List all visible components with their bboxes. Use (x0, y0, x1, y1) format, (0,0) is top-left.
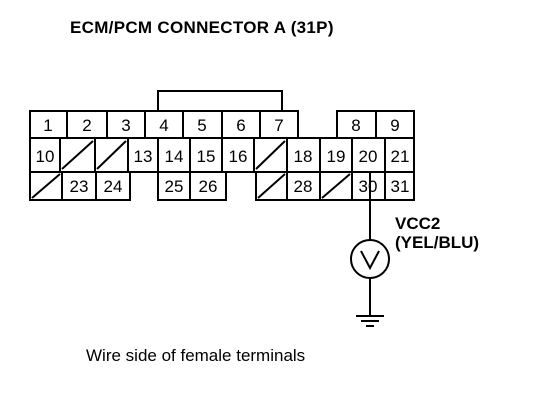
pin-13: 13 (134, 147, 153, 166)
signal-name: VCC2 (395, 214, 441, 233)
pin-28: 28 (294, 177, 313, 196)
pin-10: 10 (36, 147, 55, 166)
pin-19: 19 (327, 147, 346, 166)
pin-5: 5 (197, 116, 206, 135)
pin-7: 7 (274, 116, 283, 135)
pin-8: 8 (351, 116, 360, 135)
diagram-title: ECM/PCM CONNECTOR A (31P) (70, 18, 334, 37)
pin-30: 30 (359, 177, 378, 196)
pin-3: 3 (121, 116, 130, 135)
pin-14: 14 (165, 147, 184, 166)
voltmeter-icon (350, 239, 390, 279)
pin-15: 15 (197, 147, 216, 166)
pin-24: 24 (104, 177, 123, 196)
wire-color: (YEL/BLU) (395, 233, 480, 252)
signal-label: VCC2 (YEL/BLU) (395, 214, 479, 252)
diagram-caption: Wire side of female terminals (86, 346, 306, 365)
connector-lock-tab (157, 90, 283, 111)
pin-6: 6 (236, 116, 245, 135)
pin-16: 16 (229, 147, 248, 166)
pin-9: 9 (390, 116, 399, 135)
pin-4: 4 (159, 116, 168, 135)
pin-26: 26 (199, 177, 218, 196)
pin-2: 2 (82, 116, 91, 135)
connector-outline (29, 110, 415, 201)
pin-25: 25 (165, 177, 184, 196)
pin-31: 31 (391, 177, 410, 196)
pin-1: 1 (43, 116, 52, 135)
pin-21: 21 (391, 147, 410, 166)
pin-23: 23 (70, 177, 89, 196)
voltmeter-v-symbol (360, 250, 380, 271)
pin-18: 18 (294, 147, 313, 166)
pin-20: 20 (359, 147, 378, 166)
